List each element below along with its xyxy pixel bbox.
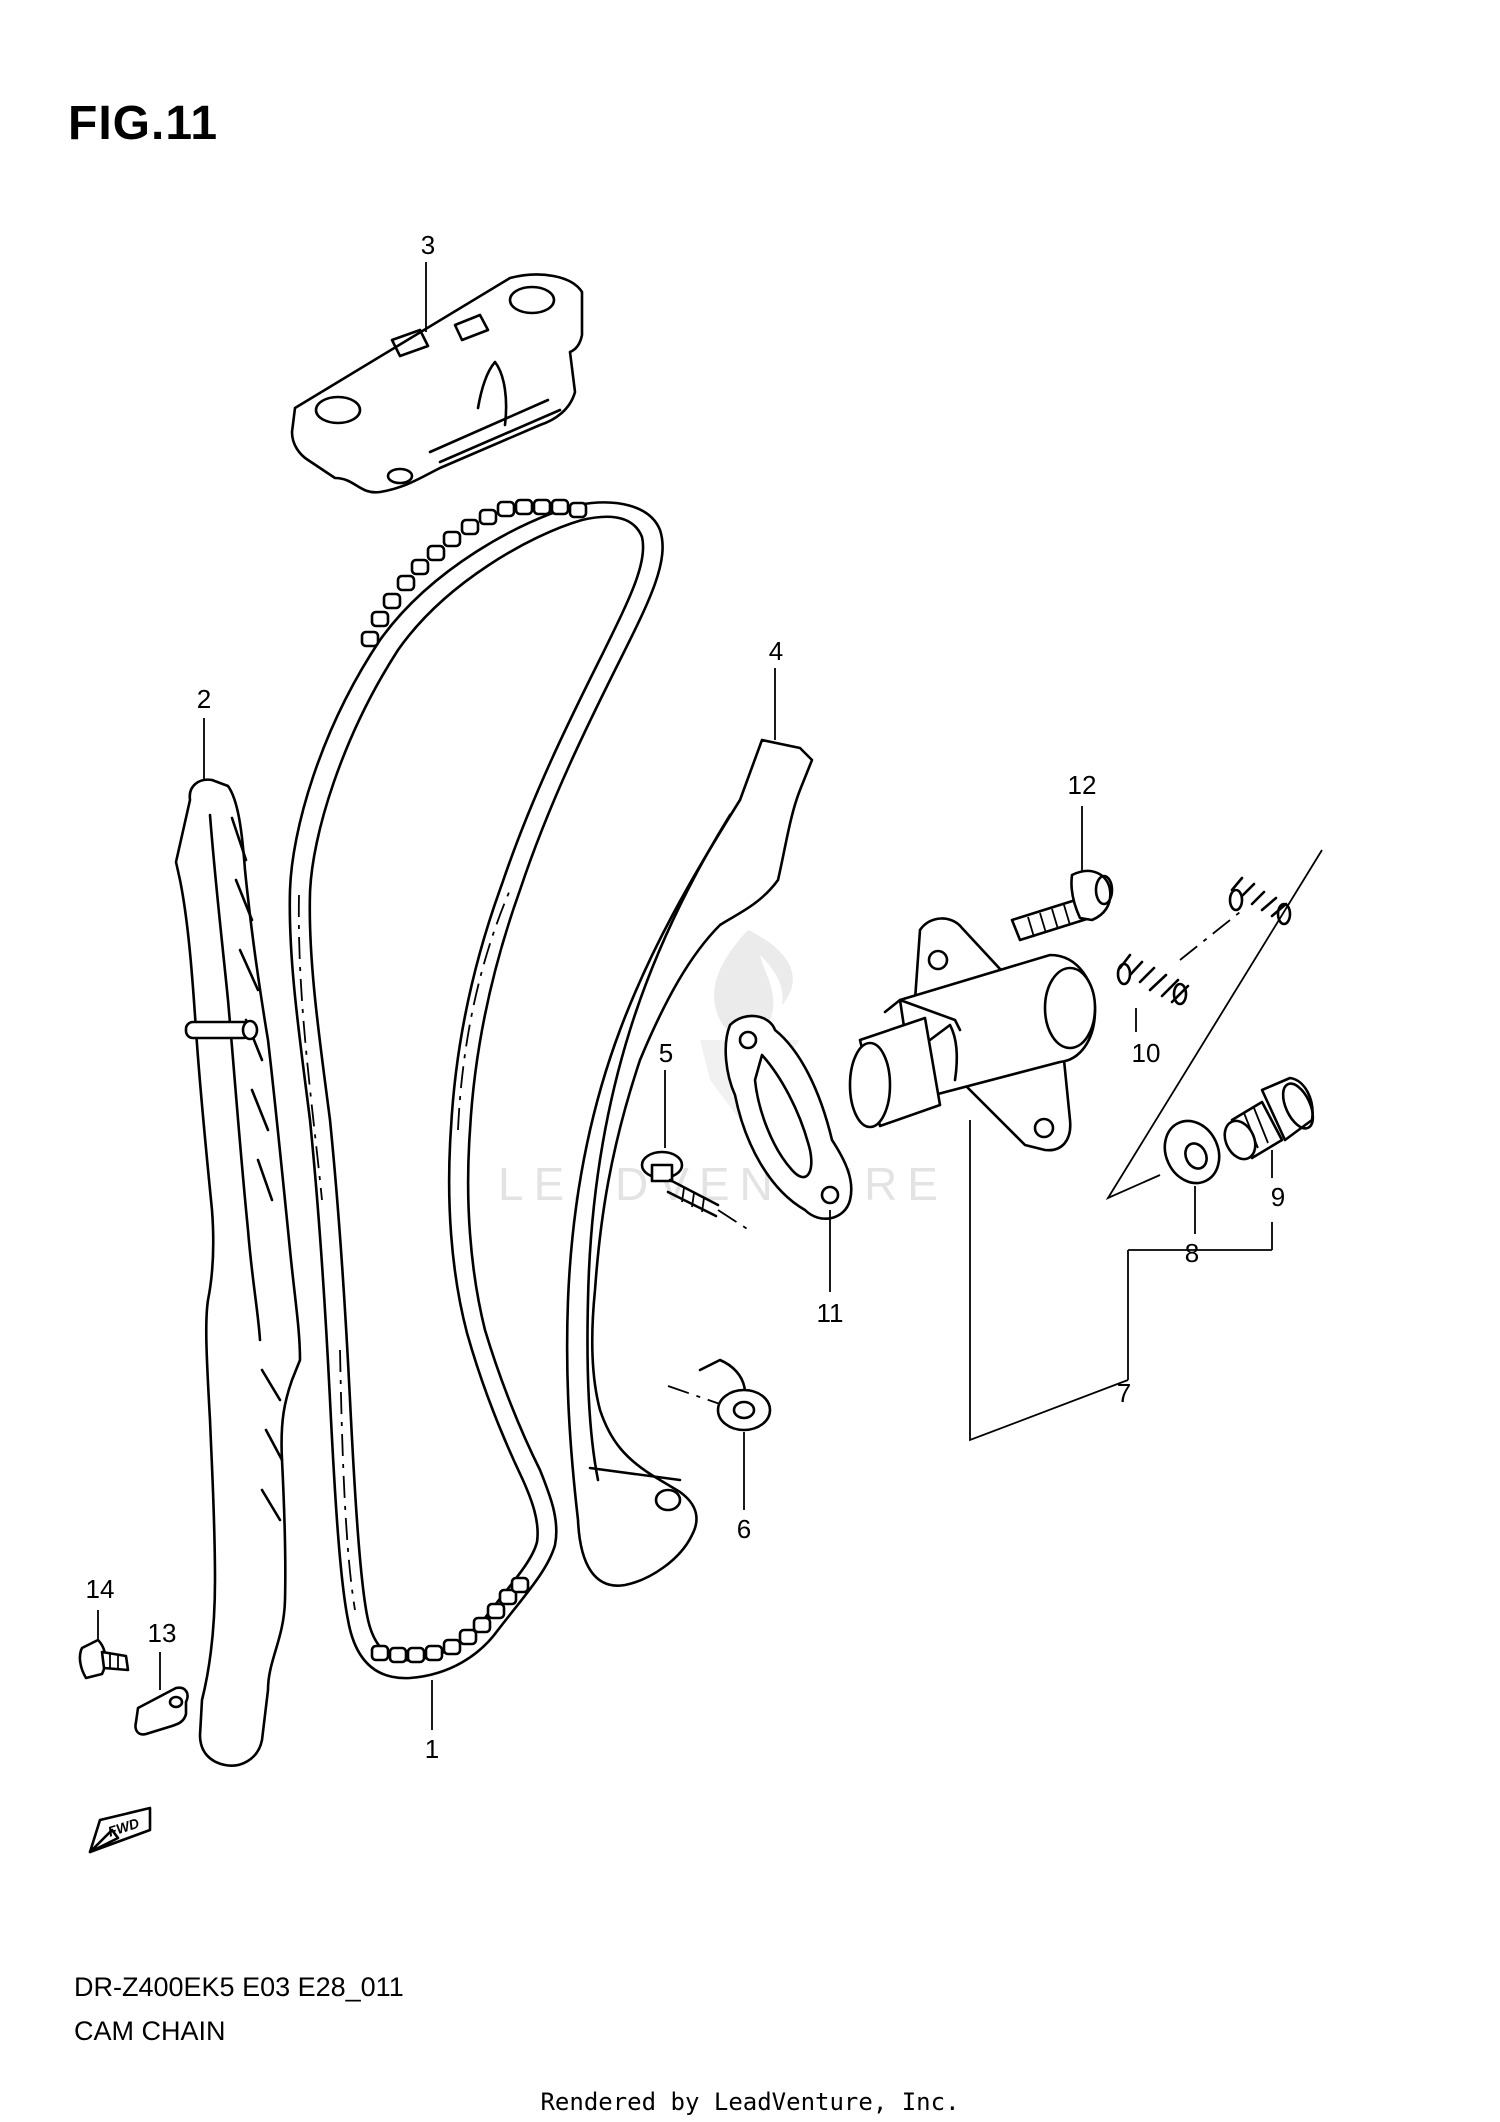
part-7-tensioner-adjuster[interactable] — [848, 917, 1129, 1442]
part-10-spring[interactable] — [1105, 849, 1323, 1200]
callout-14[interactable]: 14 — [86, 1574, 115, 1604]
part-14-screw[interactable] — [78, 1638, 130, 1680]
section-name: CAM CHAIN — [74, 2016, 226, 2046]
callout-labels: 1 2 3 4 5 6 7 8 9 10 11 12 13 14 — [86, 230, 1286, 1764]
callout-8[interactable]: 8 — [1185, 1238, 1199, 1268]
figure-title: FIG.11 — [68, 97, 219, 150]
part-4-chain-tensioner-guide[interactable] — [565, 738, 814, 1587]
callout-11[interactable]: 11 — [817, 1298, 844, 1328]
callout-3[interactable]: 3 — [421, 230, 435, 260]
part-3-upper-chain-guide[interactable] — [290, 273, 584, 494]
cam-chain-links-bottom — [370, 1576, 530, 1664]
callout-12[interactable]: 12 — [1068, 770, 1097, 800]
part-5-bolt[interactable] — [640, 1150, 753, 1233]
callout-7[interactable]: 7 — [1117, 1378, 1131, 1408]
part-12-bolt[interactable] — [1010, 869, 1114, 942]
callout-5[interactable]: 5 — [659, 1038, 673, 1068]
callout-9[interactable]: 9 — [1271, 1182, 1285, 1212]
part-8-gasket-washer[interactable] — [1155, 1112, 1229, 1192]
part-9-cap-bolt[interactable] — [1219, 1076, 1319, 1164]
callout-2[interactable]: 2 — [197, 684, 211, 714]
callout-13[interactable]: 13 — [148, 1618, 177, 1648]
callout-6[interactable]: 6 — [737, 1514, 751, 1544]
model-code: DR-Z400EK5 E03 E28_011 — [74, 1972, 404, 2002]
callout-10[interactable]: 10 — [1132, 1038, 1161, 1068]
fwd-direction-arrow: FWD — [88, 1806, 152, 1854]
part-6-washer[interactable] — [667, 1385, 772, 1432]
watermark-text: LEADVENTURE — [498, 1158, 948, 1210]
part-1-cam-chain[interactable] — [288, 498, 664, 1680]
rendered-by-credit: Rendered by LeadVenture, Inc. — [540, 2088, 960, 2116]
part-2-rear-chain-guide[interactable] — [174, 778, 302, 1767]
leader-lines — [97, 262, 1273, 1730]
cam-chain-links-top — [360, 498, 588, 648]
part-13-retainer[interactable] — [134, 1686, 189, 1736]
part-11-gasket[interactable] — [724, 1014, 853, 1220]
callout-1[interactable]: 1 — [425, 1734, 439, 1764]
callout-4[interactable]: 4 — [769, 636, 783, 666]
